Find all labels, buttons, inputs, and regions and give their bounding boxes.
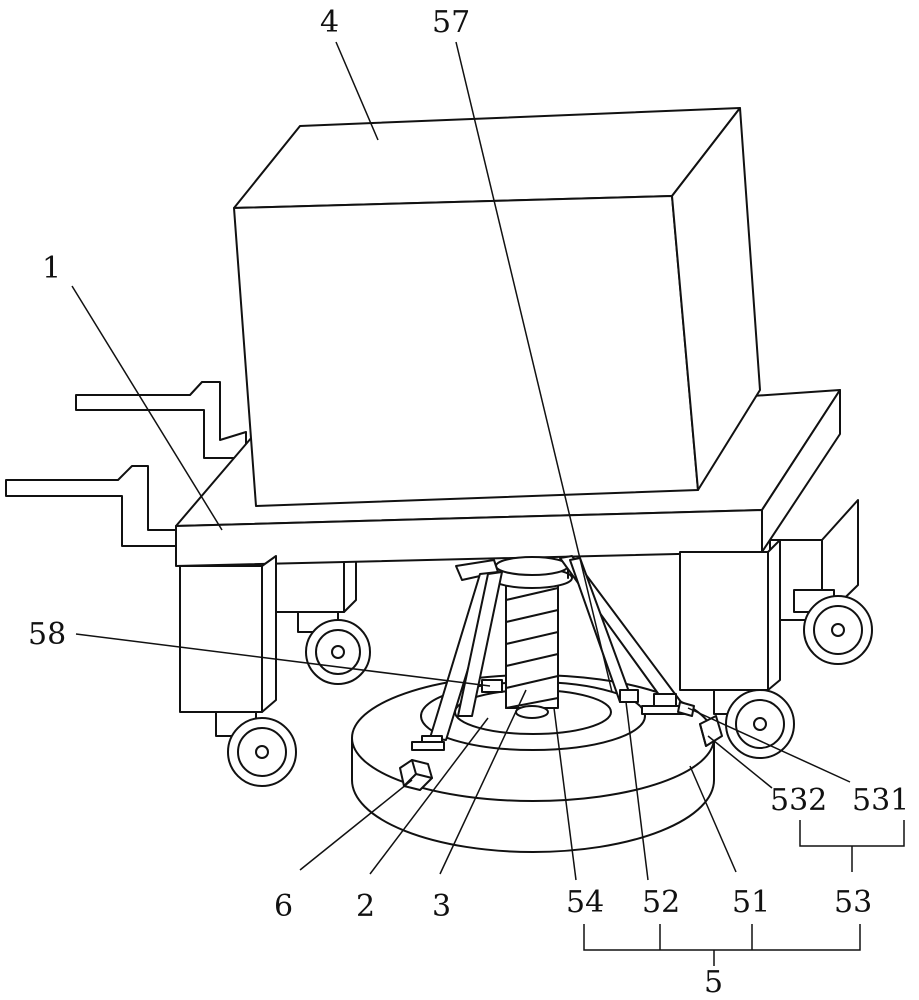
label-limit-pin: 532 [770, 783, 827, 818]
front-leg-left [180, 556, 276, 712]
label-limit-block: 531 [852, 783, 909, 818]
label-hinge-rod: 57 [432, 5, 470, 40]
label-bolt-seat: 58 [28, 617, 66, 652]
label-support-rod: 52 [642, 885, 680, 920]
label-base-frame: 1 [42, 251, 61, 286]
label-adjusting-mechanism: 5 [704, 965, 723, 1000]
bracket-53 [800, 820, 904, 872]
caster-front-left [216, 712, 296, 786]
caster-back-left [298, 612, 370, 684]
cabinet [234, 108, 760, 506]
label-ring-groove: 54 [566, 885, 604, 920]
front-leg-right [680, 540, 780, 690]
caster-front-right [714, 690, 794, 758]
label-lifting-column: 2 [356, 889, 375, 924]
label-ring-base: 51 [732, 885, 770, 920]
caster-back-right [794, 590, 872, 664]
bracket-5 [584, 924, 860, 966]
label-cabinet: 4 [320, 5, 339, 40]
label-limit-assembly: 53 [834, 885, 872, 920]
label-screw-rod: 3 [432, 889, 451, 924]
label-bolt: 6 [274, 889, 293, 924]
